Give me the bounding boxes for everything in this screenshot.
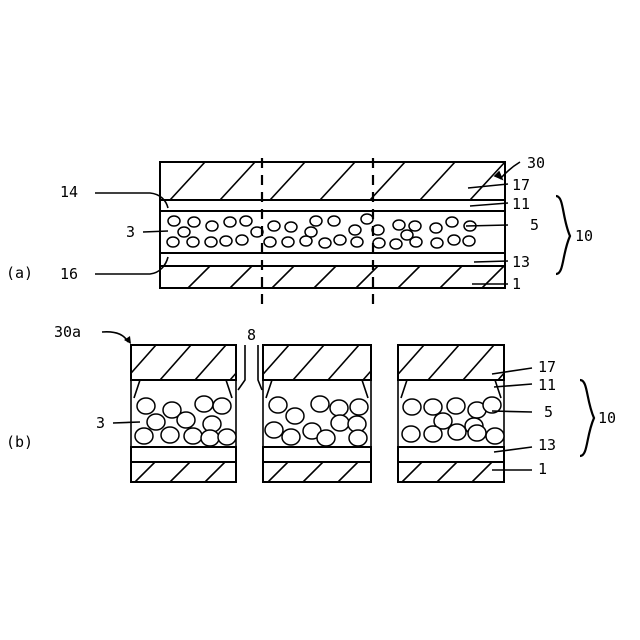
piece-middle [258, 345, 394, 482]
label-16: 16 [60, 265, 78, 283]
label-5-b: 5 [544, 403, 553, 421]
label-17: 17 [512, 176, 530, 194]
label-30a: 30a [54, 323, 81, 341]
label-11-b: 11 [538, 376, 556, 394]
particles-right [402, 397, 504, 444]
label-13-b: 13 [538, 436, 556, 454]
piece-left [125, 345, 261, 482]
label-1: 1 [512, 275, 521, 293]
panel-label-b: (b) [6, 433, 33, 451]
label-3: 3 [126, 223, 135, 241]
label-5: 5 [530, 216, 539, 234]
panel-label-a: (a) [6, 264, 33, 282]
label-8: 8 [247, 326, 256, 344]
layer-13 [160, 253, 505, 266]
label-17-b: 17 [538, 358, 556, 376]
label-10-b: 10 [598, 409, 616, 427]
label-10: 10 [575, 227, 593, 245]
panel-a: 30 17 14 11 3 5 10 16 13 1 (a) [6, 154, 593, 308]
label-30: 30 [527, 154, 545, 172]
label-14: 14 [60, 183, 78, 201]
label-13: 13 [512, 253, 530, 271]
layer-1-hatched [160, 266, 505, 288]
piece-right [393, 345, 529, 482]
label-1-b: 1 [538, 460, 547, 478]
particles-middle [265, 396, 368, 446]
label-3-b: 3 [96, 414, 105, 432]
particles-left [135, 396, 236, 446]
panel-b: 30a 8 17 11 3 5 10 13 1 (b) [6, 323, 616, 482]
layer-11 [160, 200, 505, 211]
layer-17-hatched [160, 162, 505, 200]
label-11: 11 [512, 195, 530, 213]
